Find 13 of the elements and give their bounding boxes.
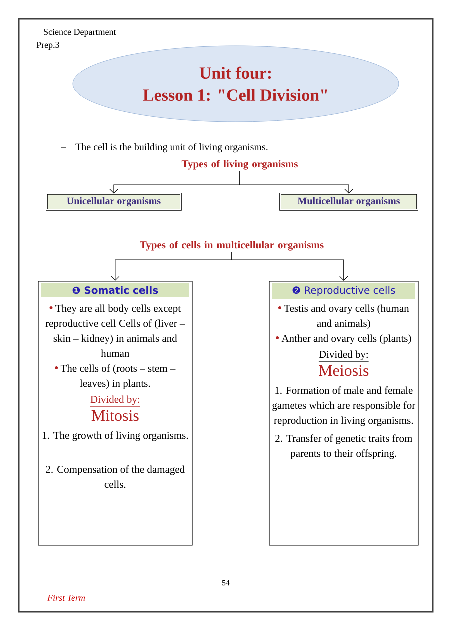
footer-text: First Term [47,594,86,602]
arrow [240,170,354,194]
page-number: 54 [222,580,230,586]
heading-text: Types of cells in multicellular organisms [140,241,324,251]
cell-type-box: ❶ Somatic cells They are all body cells except reproductive cell Cells of (liver – skin – kidney) in animals and human The cells of (roots – stem – leaves) in plants. Divided by: Mitosis 1. The growth of living organisms. 2. Compensation of the damaged cells. [38,281,193,546]
cell-type-box: ❷ Reproductive cells Testis and ovary cells (human and animals) Anther and ovary cells (plants) Divided by: Meiosis 1. Formation of male and female gametes which are responsible for reproduction in living organisms. 2. Transfer of genetic traits from parents to their offspring. [269,281,419,546]
sentence: The cell is the building unit of living organisms. [60,143,268,153]
arrow [232,252,348,281]
category-box: Multicellular organisms [280,193,418,211]
header-text: Prep.3 [36,42,60,50]
heading-text: Types of living organisms [182,160,298,170]
category-box: Unicellular organisms [46,193,182,211]
header-text: Science Department [44,29,116,37]
